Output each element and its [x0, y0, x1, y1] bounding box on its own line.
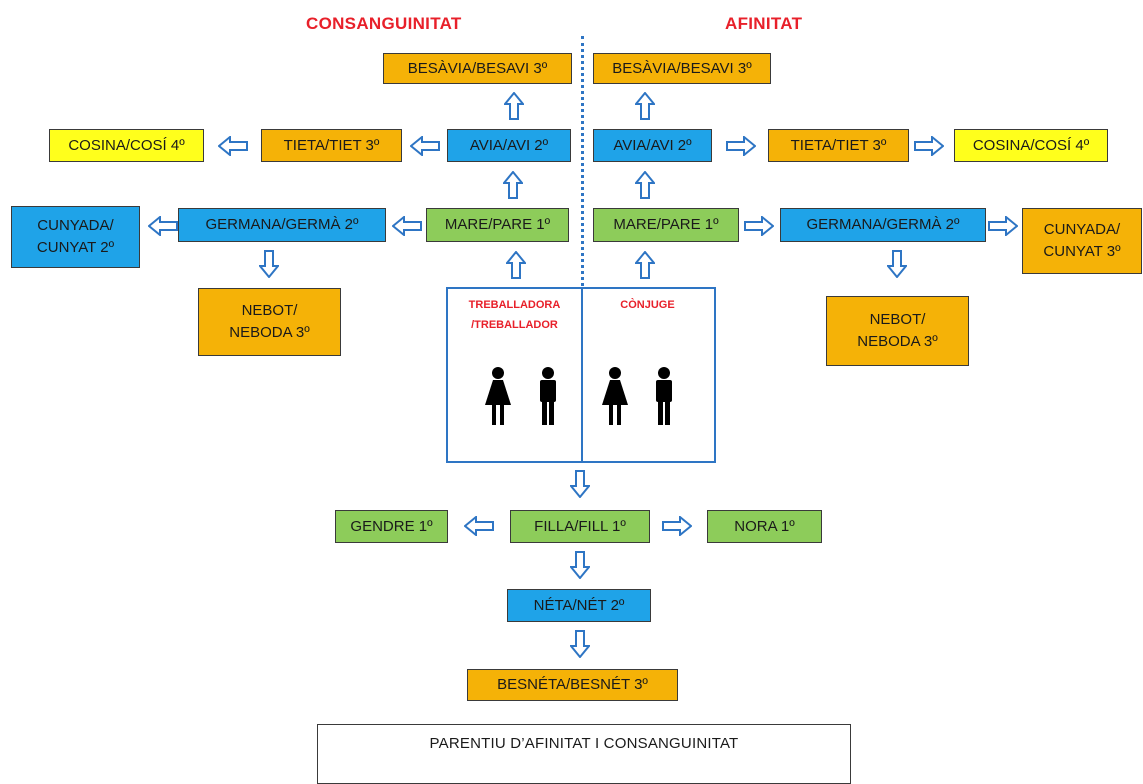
arrow-left-icon: [148, 216, 178, 236]
node-nebot-left: NEBOT/ NEBODA 3º: [198, 288, 341, 356]
diagram-caption: PARENTIU D’AFINITAT I CONSANGUINITAT: [317, 724, 851, 784]
node-germana-right: GERMANA/GERMÀ 2º: [780, 208, 986, 242]
spouse-label: CÒNJUGE: [620, 299, 675, 311]
node-tieta-right: TIETA/TIET 3º: [768, 129, 909, 162]
arrow-right-icon: [914, 136, 944, 156]
afinitat-heading: AFINITAT: [725, 14, 803, 33]
node-avia-right: AVIA/AVI 2º: [593, 129, 712, 162]
node-mare-left: MARE/PARE 1º: [426, 208, 569, 242]
arrow-up-icon: [635, 171, 655, 199]
arrow-right-icon: [988, 216, 1018, 236]
arrow-left-icon: [218, 136, 248, 156]
arrow-up-icon: [503, 171, 523, 199]
arrow-left-icon: [410, 136, 440, 156]
node-nora: NORA 1º: [707, 510, 822, 543]
arrow-right-icon: [726, 136, 756, 156]
node-cunyada-right: CUNYADA/ CUNYAT 3º: [1022, 208, 1142, 274]
arrow-down-icon: [570, 630, 590, 658]
arrow-up-icon: [504, 92, 524, 120]
node-germana-left: GERMANA/GERMÀ 2º: [178, 208, 386, 242]
node-mare-right: MARE/PARE 1º: [593, 208, 739, 242]
arrow-up-icon: [635, 251, 655, 279]
arrow-left-icon: [392, 216, 422, 236]
node-cunyada-left: CUNYADA/ CUNYAT 2º: [11, 206, 140, 268]
arrow-up-icon: [506, 251, 526, 279]
node-besavia-right: BESÀVIA/BESAVI 3º: [593, 53, 771, 84]
worker-label: TREBALLADORA /TREBALLADOR: [468, 299, 561, 331]
node-besavia-left: BESÀVIA/BESAVI 3º: [383, 53, 572, 84]
node-neta: NÉTA/NÉT 2º: [507, 589, 651, 622]
arrow-down-icon: [570, 470, 590, 498]
node-filla: FILLA/FILL 1º: [510, 510, 650, 543]
arrow-up-icon: [635, 92, 655, 120]
node-nebot-right: NEBOT/ NEBODA 3º: [826, 296, 969, 366]
arrow-down-icon: [887, 250, 907, 278]
node-gendre: GENDRE 1º: [335, 510, 448, 543]
node-cosina-right: COSINA/COSÍ 4º: [954, 129, 1108, 162]
arrow-down-icon: [570, 551, 590, 579]
arrow-left-icon: [464, 516, 494, 536]
male-person-icon: [540, 367, 556, 425]
couple-box: TREBALLADORA /TREBALLADOR CÒNJUGE: [446, 287, 716, 463]
node-besneta: BESNÉTA/BESNÉT 3º: [467, 669, 678, 701]
male-person-icon: [656, 367, 672, 425]
consanguinitat-heading: CONSANGUINITAT: [306, 14, 462, 33]
couple-divider: [581, 289, 583, 461]
center-dotted-divider: [581, 36, 584, 298]
female-person-icon: [602, 367, 628, 425]
node-avia-left: AVIA/AVI 2º: [447, 129, 571, 162]
female-person-icon: [485, 367, 511, 425]
node-tieta-left: TIETA/TIET 3º: [261, 129, 402, 162]
arrow-down-icon: [259, 250, 279, 278]
arrow-right-icon: [662, 516, 692, 536]
arrow-right-icon: [744, 216, 774, 236]
node-cosina-left: COSINA/COSÍ 4º: [49, 129, 204, 162]
